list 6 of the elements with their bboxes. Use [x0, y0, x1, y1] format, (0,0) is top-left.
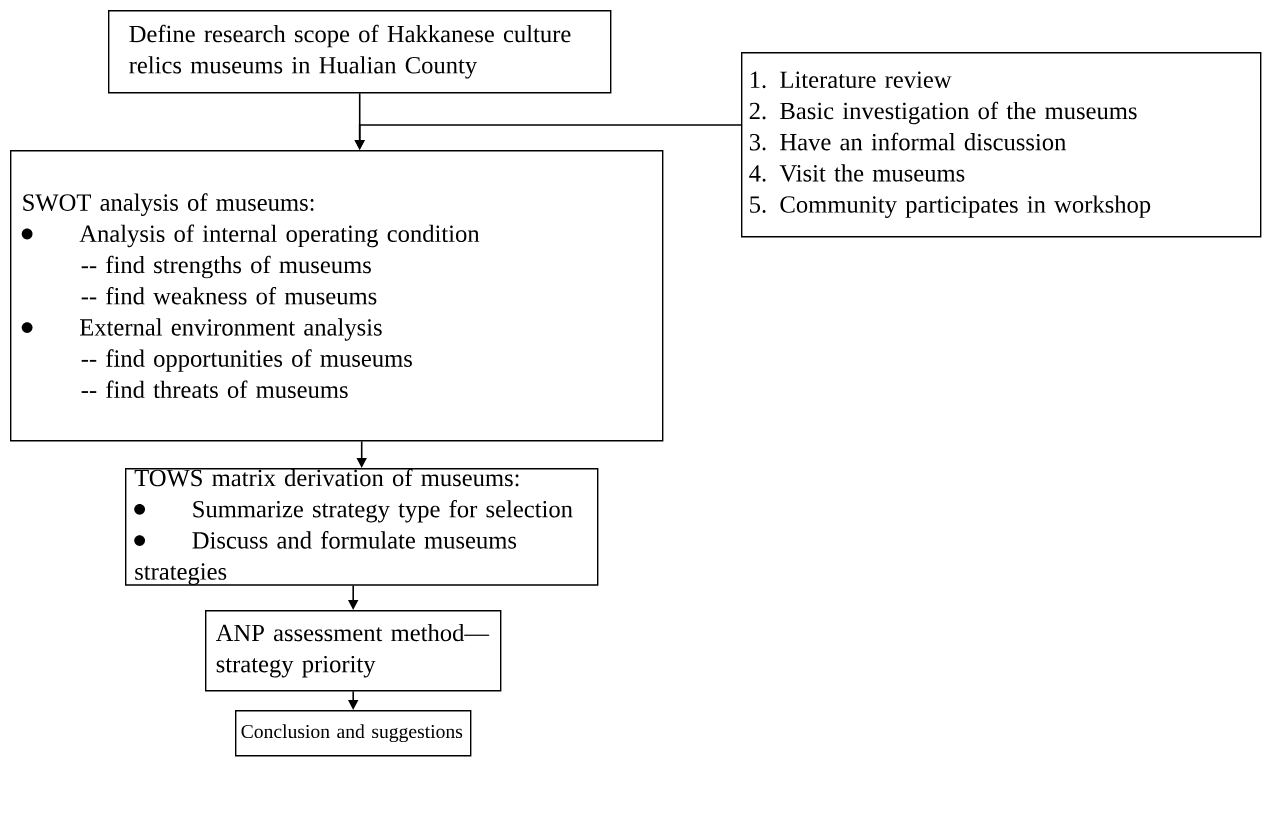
- process-box: TOWS matrix derivation of museums: Summarize strategy type for selection Discuss and formulate museums strategies: [125, 468, 599, 586]
- method-list-box: 1. Literature review 2. Basic investigation of the museums 3. Have an informal discussion 4. Visit the museums 5. Community participates in workshop: [741, 52, 1262, 238]
- process-box: ANP assessment method— strategy priority: [205, 610, 502, 692]
- process-box: Conclusion and suggestions: [235, 710, 472, 757]
- process-box: Define research scope of Hakkanese culture relics museums in Hualian County: [108, 10, 612, 94]
- process-box: SWOT analysis of museums: Analysis of internal operating condition -- find strengths of museums -- find weakness of museums External environment analysis -- find opportunities of museums -- find threats of museums: [10, 150, 664, 442]
